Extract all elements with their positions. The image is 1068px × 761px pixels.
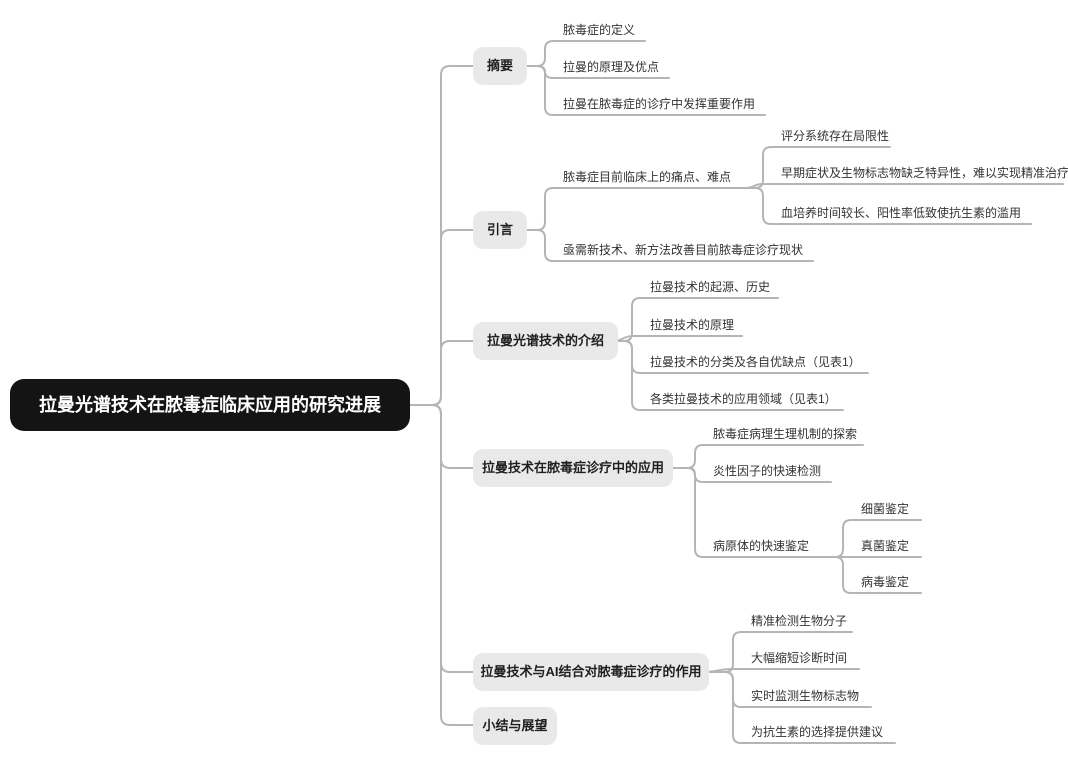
sub-leaf-node[interactable]: 血培养时间较长、阳性率低致使抗生素的滥用 xyxy=(781,206,1022,220)
branch-connector xyxy=(520,65,766,116)
branch-connector xyxy=(520,187,746,231)
root-node[interactable]: 拉曼光谱技术在脓毒症临床应用的研究进展 xyxy=(10,379,410,431)
branch-connector xyxy=(744,187,1032,225)
topic-node-introduction[interactable]: 引言 xyxy=(473,211,527,249)
leaf-node[interactable]: 亟需新技术、新方法改善目前脓毒症诊疗现状 xyxy=(563,243,804,257)
sub-leaf-node[interactable]: 早期症状及生物标志物缺乏特异性，难以实现精准治疗 xyxy=(781,166,1068,180)
leaf-node[interactable]: 脓毒症目前临床上的痛点、难点 xyxy=(563,170,732,184)
branch-connector xyxy=(401,229,478,406)
leaf-node[interactable]: 拉曼的原理及优点 xyxy=(563,60,660,74)
leaf-node[interactable]: 各类拉曼技术的应用领域（见表1） xyxy=(650,392,837,406)
branch-connector xyxy=(401,340,478,406)
branch-connector xyxy=(665,467,826,558)
topic-node-raman-application[interactable]: 拉曼技术在脓毒症诊疗中的应用 xyxy=(473,449,673,487)
leaf-node[interactable]: 拉曼技术的原理 xyxy=(650,318,735,332)
branch-connector xyxy=(744,183,1064,189)
leaf-node[interactable]: 脓毒症的定义 xyxy=(563,23,636,37)
leaf-node[interactable]: 大幅缩短诊断时间 xyxy=(751,651,848,665)
topic-node-abstract[interactable]: 摘要 xyxy=(473,47,527,85)
leaf-node[interactable]: 为抗生素的选择提供建议 xyxy=(751,725,884,739)
leaf-node[interactable]: 拉曼在脓毒症的诊疗中发挥重要作用 xyxy=(563,97,756,111)
branch-connector xyxy=(401,65,478,406)
leaf-node[interactable]: 脓毒症病理生理机制的探索 xyxy=(713,427,858,441)
branch-connector xyxy=(611,340,844,411)
branch-connector xyxy=(401,404,478,726)
branch-connector xyxy=(702,671,896,744)
topic-node-raman-ai[interactable]: 拉曼技术与AI结合对脓毒症诊疗的作用 xyxy=(473,653,709,691)
topic-node-raman-overview[interactable]: 拉曼光谱技术的介绍 xyxy=(473,322,618,360)
leaf-node[interactable]: 拉曼技术的起源、历史 xyxy=(650,280,771,294)
sub-leaf-node[interactable]: 细菌鉴定 xyxy=(861,502,910,516)
sub-leaf-node[interactable]: 评分系统存在局限性 xyxy=(781,129,890,143)
leaf-node[interactable]: 实时监测生物标志物 xyxy=(751,689,860,703)
sub-leaf-node[interactable]: 真菌鉴定 xyxy=(861,539,910,553)
branch-connector xyxy=(401,404,478,469)
leaf-node[interactable]: 精准检测生物分子 xyxy=(751,614,848,628)
topic-node-conclusion-outlook[interactable]: 小结与展望 xyxy=(473,707,557,745)
leaf-node[interactable]: 炎性因子的快速检测 xyxy=(713,464,822,478)
branch-connector xyxy=(824,556,922,594)
leaf-node[interactable]: 拉曼技术的分类及各自优缺点（见表1） xyxy=(650,355,861,369)
branch-connector xyxy=(520,229,814,262)
sub-leaf-node[interactable]: 病毒鉴定 xyxy=(861,575,910,589)
branch-connector xyxy=(401,404,478,673)
leaf-node[interactable]: 病原体的快速鉴定 xyxy=(713,539,810,553)
